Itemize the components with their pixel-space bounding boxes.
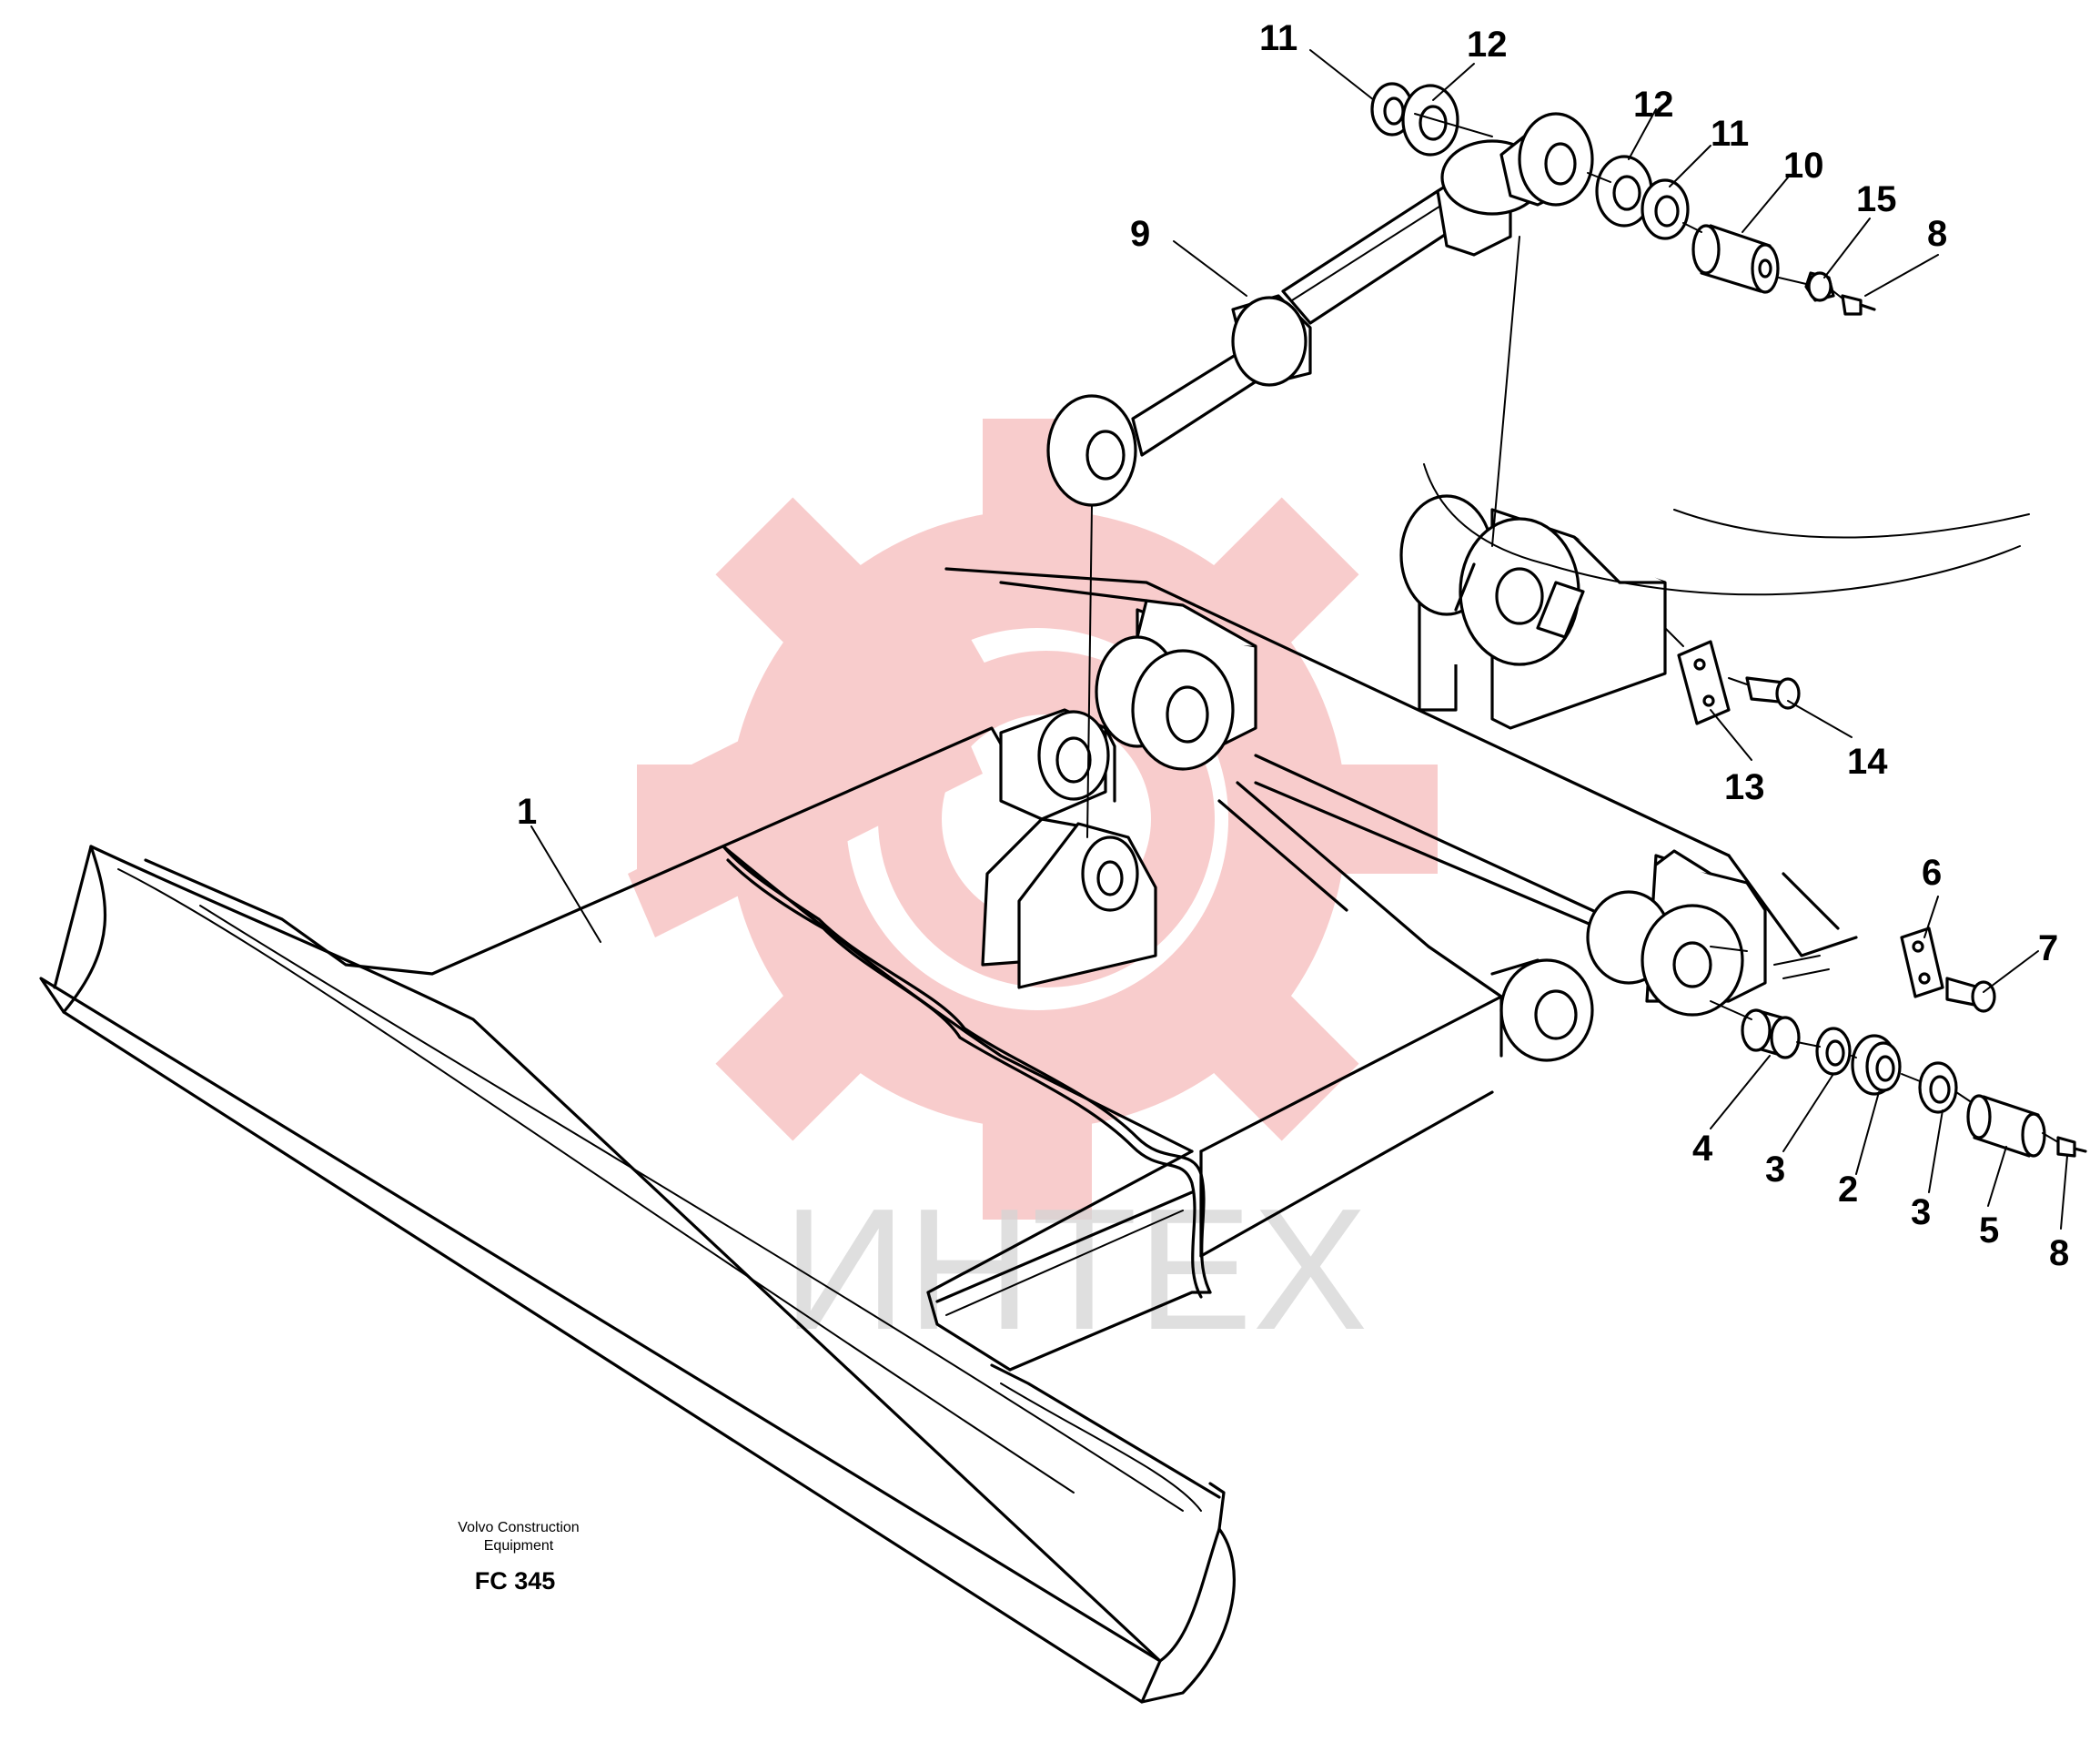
pivot-bracket-upper bbox=[1399, 463, 2030, 730]
bushing-4 bbox=[1741, 1008, 1801, 1059]
caption: Volvo Construction Equipment FC 345 bbox=[458, 1520, 579, 1595]
callout-12-right: 12 bbox=[1633, 85, 1674, 125]
lock-plate-13 bbox=[1664, 627, 1731, 725]
frame-lug-left bbox=[999, 708, 1116, 821]
callout-8-bottom: 8 bbox=[2049, 1233, 2069, 1273]
pin-5 bbox=[1966, 1094, 2046, 1158]
hydraulic-cylinder bbox=[1046, 112, 1594, 507]
leader-lines bbox=[530, 49, 2068, 1230]
callout-6: 6 bbox=[1922, 853, 1942, 893]
figure-code: FC 345 bbox=[475, 1567, 556, 1595]
callout-14: 14 bbox=[1847, 742, 1888, 782]
callout-4: 4 bbox=[1692, 1129, 1713, 1169]
spacer-washer-12-right bbox=[1595, 155, 1653, 228]
frame-lug-center bbox=[1095, 599, 1257, 771]
callout-15: 15 bbox=[1856, 179, 1897, 219]
seal-ring-3-right bbox=[1918, 1061, 1958, 1114]
watermark-text: ИНТЕХ bbox=[782, 1173, 1368, 1366]
callout-1: 1 bbox=[517, 792, 537, 832]
grease-nipple-8-top bbox=[1841, 294, 1876, 316]
callout-9: 9 bbox=[1130, 214, 1150, 254]
bolt-14 bbox=[1728, 676, 1801, 710]
bearing-2 bbox=[1851, 1034, 1902, 1096]
callout-3-left: 3 bbox=[1765, 1149, 1785, 1190]
callout-2: 2 bbox=[1838, 1170, 1858, 1210]
callout-3-right: 3 bbox=[1911, 1192, 1931, 1232]
maker-line-2: Equipment bbox=[484, 1538, 554, 1554]
pivot-bracket-lower bbox=[1586, 849, 1767, 1017]
callout-13: 13 bbox=[1724, 767, 1765, 807]
callout-7: 7 bbox=[2038, 928, 2058, 968]
seal-washer-11-right bbox=[1641, 178, 1690, 240]
nut-15 bbox=[1804, 271, 1835, 302]
lock-plate-6 bbox=[1773, 927, 1944, 998]
maker-line-1: Volvo Construction bbox=[458, 1520, 579, 1535]
callout-12-top: 12 bbox=[1467, 25, 1508, 65]
callout-11-right: 11 bbox=[1711, 114, 1749, 154]
bolt-7 bbox=[1945, 977, 1996, 1013]
callout-8-top: 8 bbox=[1927, 214, 1947, 254]
assembly-lines-bottom bbox=[1710, 1000, 2059, 1143]
callout-numbers: 1 9 11 12 12 11 10 15 8 13 14 6 7 4 3 2 … bbox=[517, 18, 2069, 1273]
assembly-lines-top bbox=[1086, 113, 1843, 838]
watermark-gear-logo-icon bbox=[628, 419, 1438, 1220]
spacer-washer-12-top bbox=[1401, 84, 1459, 157]
callout-10: 10 bbox=[1783, 146, 1824, 186]
pin-10 bbox=[1691, 224, 1780, 294]
callout-11-top: 11 bbox=[1259, 18, 1297, 58]
grease-nipple-8-bottom bbox=[2056, 1136, 2087, 1158]
arm-end-lug bbox=[1490, 958, 1594, 1062]
callout-5: 5 bbox=[1979, 1210, 1999, 1251]
seal-ring-3-left bbox=[1815, 1027, 1852, 1076]
cylinder-bottom-mount bbox=[981, 817, 1157, 989]
dozer-blade bbox=[39, 845, 1236, 1704]
